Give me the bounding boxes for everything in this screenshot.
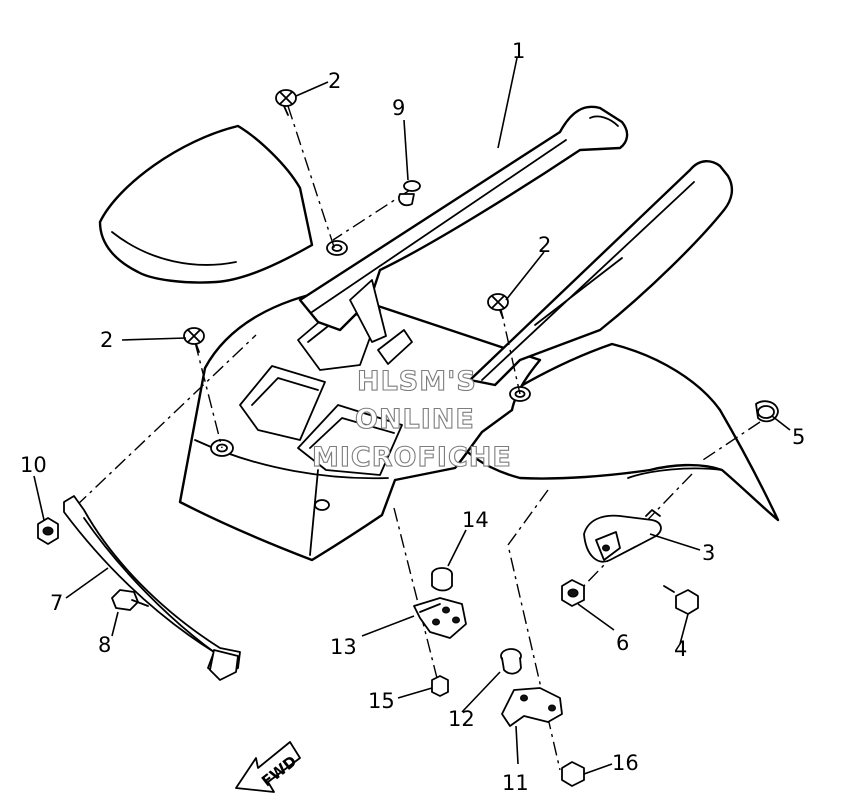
callout-16: 16 bbox=[612, 751, 639, 775]
callout-6: 6 bbox=[616, 631, 629, 655]
bracket-11[interactable] bbox=[501, 687, 563, 727]
nut-16[interactable] bbox=[561, 761, 585, 787]
screw-2c[interactable] bbox=[487, 293, 509, 319]
watermark-line-2: ONLINE bbox=[355, 404, 475, 435]
callout-1: 1 bbox=[512, 39, 525, 63]
callout-12: 12 bbox=[448, 707, 475, 731]
callout-2b: 2 bbox=[100, 328, 113, 352]
bolt-14[interactable] bbox=[431, 567, 453, 592]
nut-6[interactable] bbox=[561, 579, 585, 607]
nut-15[interactable] bbox=[431, 675, 449, 697]
callout-2c: 2 bbox=[538, 233, 551, 257]
callout-labels: 1 2 9 2 2 10 5 3 14 7 8 13 6 4 15 12 16 … bbox=[20, 39, 805, 795]
watermark-line-3: MICROFICHE bbox=[312, 442, 512, 473]
leader-lines bbox=[33, 57, 791, 775]
callout-14: 14 bbox=[462, 508, 489, 532]
rear-fender[interactable] bbox=[98, 105, 780, 562]
bracket-13[interactable] bbox=[413, 597, 467, 639]
callout-7: 7 bbox=[50, 591, 63, 615]
forward-arrow-icon: FWD bbox=[235, 741, 301, 793]
callout-10: 10 bbox=[20, 453, 47, 477]
nut-10[interactable] bbox=[37, 517, 59, 545]
bracket-3[interactable] bbox=[583, 509, 662, 563]
callout-5: 5 bbox=[792, 425, 805, 449]
callout-13: 13 bbox=[330, 635, 357, 659]
callout-9: 9 bbox=[392, 96, 405, 120]
callout-3: 3 bbox=[702, 541, 715, 565]
screw-2a[interactable] bbox=[275, 89, 297, 116]
callout-11: 11 bbox=[502, 771, 529, 795]
rivet-9[interactable] bbox=[398, 180, 421, 207]
screw-2b[interactable] bbox=[183, 327, 205, 353]
bolt-12[interactable] bbox=[500, 648, 522, 675]
watermark-line-1: HLSM'S bbox=[357, 366, 477, 397]
callout-8: 8 bbox=[98, 633, 111, 657]
watermark: HLSM'S ONLINE MICROFICHE bbox=[311, 365, 512, 473]
bolt-4[interactable] bbox=[663, 585, 699, 615]
callout-15: 15 bbox=[368, 689, 395, 713]
bolt-8[interactable] bbox=[111, 589, 149, 611]
fender-stay-7[interactable] bbox=[63, 495, 241, 681]
callout-4: 4 bbox=[674, 637, 687, 661]
callout-2a: 2 bbox=[328, 69, 341, 93]
